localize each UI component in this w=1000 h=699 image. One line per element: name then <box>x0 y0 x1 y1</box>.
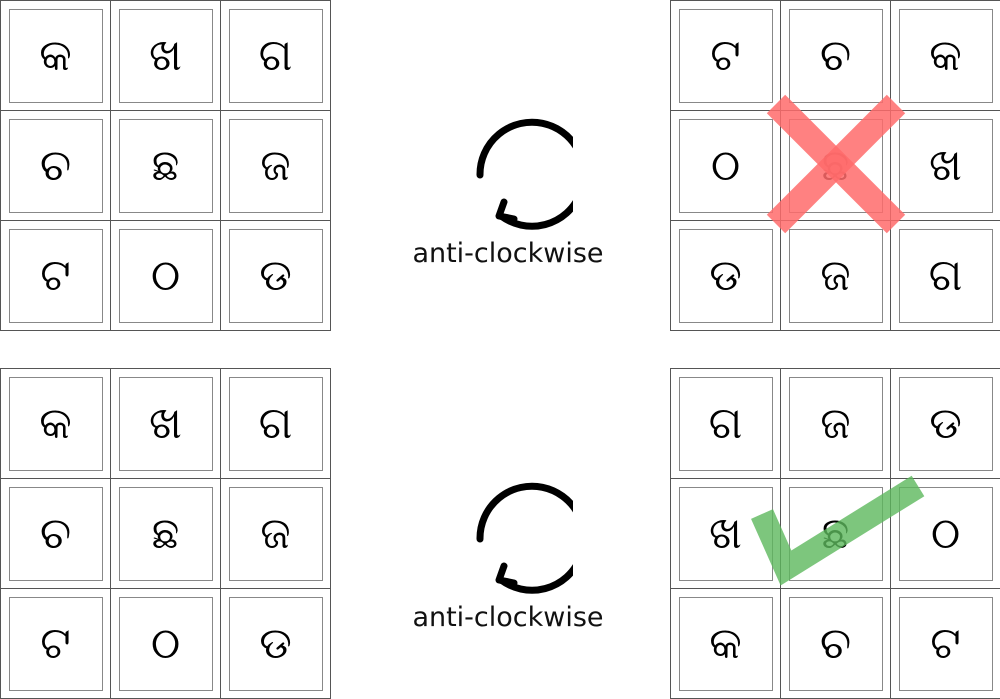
result-grid-bottom: ଗ ଜ ଡ ଖ ଛ ଠ କ ଚ ଟ <box>670 368 1000 699</box>
grid-cell: କ <box>1 369 111 479</box>
grid-cell: ଗ <box>221 369 331 479</box>
anticlockwise-arrow-icon <box>476 482 573 594</box>
cell-glyph: ଖ <box>898 118 993 213</box>
cell-glyph: ଗ <box>228 376 323 471</box>
cell-glyph: ଠ <box>118 228 213 323</box>
rotation-indicator-top: anti-clockwise <box>408 104 608 269</box>
cell-glyph: ଜ <box>228 118 323 213</box>
cell-glyph: ଛ <box>118 118 213 213</box>
cell-glyph: ଟ <box>678 8 773 103</box>
cell-glyph: ଡ <box>678 228 773 323</box>
cell-glyph: ଛ <box>788 118 883 213</box>
cell-glyph: ଚ <box>788 8 883 103</box>
grid-cell: କ <box>671 589 781 699</box>
cell-glyph: ଜ <box>228 486 323 581</box>
cell-glyph: ଖ <box>118 376 213 471</box>
rotation-indicator-bottom: anti-clockwise <box>408 468 608 633</box>
cell-glyph: ଗ <box>898 228 993 323</box>
cell-glyph: ଟ <box>8 228 103 323</box>
rotation-label: anti-clockwise <box>412 602 604 633</box>
cell-glyph: ଡ <box>228 596 323 691</box>
cell-glyph: କ <box>678 596 773 691</box>
cell-glyph: ଗ <box>228 8 323 103</box>
cell-glyph: ଜ <box>788 228 883 323</box>
grid-cell: ଡ <box>221 589 331 699</box>
rotation-label: anti-clockwise <box>412 238 604 269</box>
grid-cell: ଜ <box>781 369 891 479</box>
cell-glyph: ଖ <box>678 486 773 581</box>
cell-glyph: ଗ <box>678 376 773 471</box>
grid-cell: ଛ <box>111 479 221 589</box>
cell-glyph: ଠ <box>118 596 213 691</box>
grid-cell: ଡ <box>891 369 1000 479</box>
grid-cell: ଖ <box>671 479 781 589</box>
grid-cell: ଟ <box>1 589 111 699</box>
grid-cell: ଜ <box>781 221 891 331</box>
cell-glyph: ଖ <box>118 8 213 103</box>
cell-glyph: ଡ <box>898 376 993 471</box>
grid-cell: ଗ <box>221 1 331 111</box>
grid-cell: ଚ <box>781 589 891 699</box>
grid-cell: ଖ <box>111 1 221 111</box>
grid-cell: ଚ <box>1 479 111 589</box>
grid-cell: ଖ <box>891 111 1000 221</box>
grid-cell: ଠ <box>111 221 221 331</box>
grid-cell: ଠ <box>671 111 781 221</box>
cell-glyph: ଚ <box>8 486 103 581</box>
grid-cell: ଡ <box>671 221 781 331</box>
grid-cell: ଟ <box>671 1 781 111</box>
grid-cell: ଚ <box>781 1 891 111</box>
grid-cell: ଚ <box>1 111 111 221</box>
cell-glyph: ଡ <box>228 228 323 323</box>
grid-cell: ଡ <box>221 221 331 331</box>
anticlockwise-arrow-icon <box>476 118 573 230</box>
cell-glyph: ଛ <box>118 486 213 581</box>
grid-cell: ଛ <box>111 111 221 221</box>
grid-cell: ଖ <box>111 369 221 479</box>
grid-cell: ଗ <box>891 221 1000 331</box>
grid-cell: ଠ <box>111 589 221 699</box>
cell-glyph: ଠ <box>678 118 773 213</box>
cell-glyph: କ <box>898 8 993 103</box>
grid-cell: ଛ <box>781 479 891 589</box>
cell-glyph: ଟ <box>8 596 103 691</box>
source-grid-bottom: କ ଖ ଗ ଚ ଛ ଜ ଟ ଠ ଡ <box>0 368 331 699</box>
cell-glyph: ଜ <box>788 376 883 471</box>
source-grid-top: କ ଖ ଗ ଚ ଛ ଜ ଟ ଠ ଡ <box>0 0 331 331</box>
grid-cell: ଟ <box>891 589 1000 699</box>
cell-glyph: ଛ <box>788 486 883 581</box>
cell-glyph: ଠ <box>898 486 993 581</box>
grid-cell: କ <box>891 1 1000 111</box>
result-grid-top: ଟ ଚ କ ଠ ଛ ଖ ଡ ଜ ଗ <box>670 0 1000 331</box>
grid-cell: ଠ <box>891 479 1000 589</box>
grid-cell: ଟ <box>1 221 111 331</box>
cell-glyph: କ <box>8 376 103 471</box>
cell-glyph: ଟ <box>898 596 993 691</box>
cell-glyph: ଚ <box>788 596 883 691</box>
grid-cell: ଛ <box>781 111 891 221</box>
grid-cell: ଗ <box>671 369 781 479</box>
grid-cell: ଜ <box>221 479 331 589</box>
grid-cell: କ <box>1 1 111 111</box>
cell-glyph: କ <box>8 8 103 103</box>
grid-cell: ଜ <box>221 111 331 221</box>
cell-glyph: ଚ <box>8 118 103 213</box>
